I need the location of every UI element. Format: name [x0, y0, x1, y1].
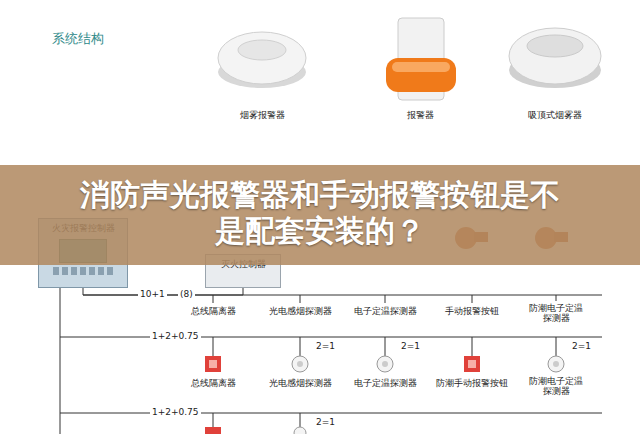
cable-spec: 1+2+0.75 [150, 331, 201, 341]
device-label: 防潮电子定温探测器 [528, 303, 584, 324]
device-label: 烟雾报警器 [240, 110, 285, 120]
device-label: 2=1 [316, 341, 335, 351]
device-label: 2=1 [316, 417, 335, 427]
device-label: 2=1 [401, 341, 420, 351]
controller-keypad [53, 267, 113, 275]
device-label: 防潮电子定温探测器 [528, 376, 584, 397]
device-label: 总线隔离器 [191, 378, 236, 388]
device-label: 电子定温探测器 [354, 378, 417, 388]
device-label: 光电感烟探测器 [269, 378, 332, 388]
device-label: 总线隔离器 [191, 306, 236, 316]
cable-spec: 1+2+0.75 [150, 407, 201, 417]
device-label: 手动报警按钮 [445, 306, 499, 316]
device-label: 防潮手动报警按钮 [436, 378, 508, 388]
device-label: 吸顶式烟雾器 [528, 110, 582, 120]
title-band: 消防声光报警器和手动报警按钮是不是配套安装的？ [0, 165, 640, 265]
section-heading: 系统结构 [52, 32, 104, 47]
cable-spec: 10+1 [138, 289, 167, 299]
device-label: 2=1 [572, 341, 591, 351]
device-label: 电子定温探测器 [354, 306, 417, 316]
device-label: 光电感烟探测器 [269, 306, 332, 316]
cable-spec: (8) [178, 289, 195, 299]
device-label: 报警器 [407, 110, 434, 120]
